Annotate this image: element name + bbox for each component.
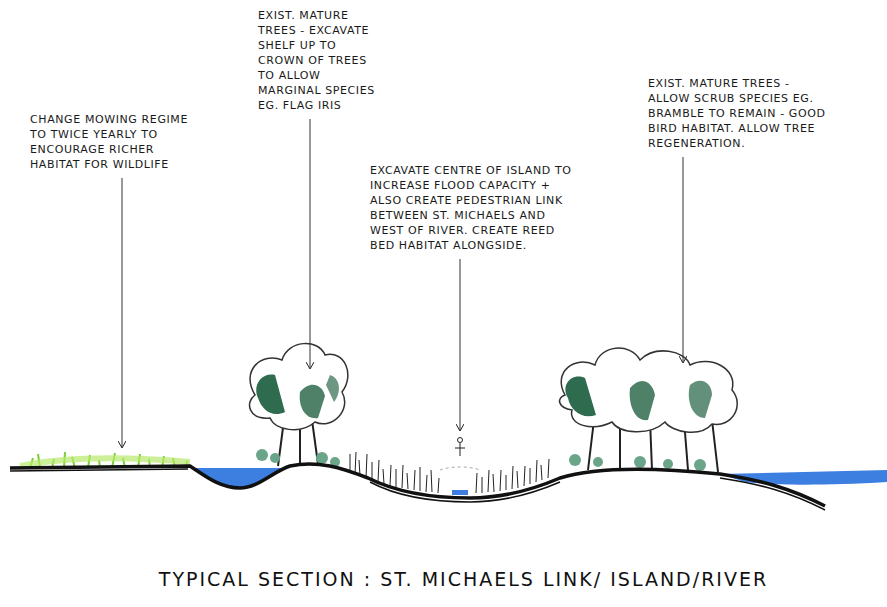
leader-line [683, 157, 684, 362]
annotation-note: CHANGE MOWING REGIME TO TWICE YEARLY TO … [30, 112, 195, 172]
tree-group-left [250, 344, 348, 467]
section-caption: TYPICAL SECTION : ST. MICHAELS LINK/ ISL… [159, 568, 768, 590]
annotation-note: EXIST. MATURE TREES - ALLOW SCRUB SPECIE… [648, 76, 828, 151]
annotation-note: EXCAVATE CENTRE OF ISLAND TO INCREASE FL… [370, 163, 575, 253]
tree-group-right [560, 348, 738, 472]
leader-line [460, 259, 461, 430]
leader-line [310, 119, 311, 368]
path-water [452, 490, 468, 495]
leader-line [122, 178, 123, 447]
ground-shadow [10, 469, 825, 510]
annotation-note: EXIST. MATURE TREES - EXCAVATE SHELF UP … [258, 8, 383, 113]
pedestrian-figure [440, 438, 480, 471]
